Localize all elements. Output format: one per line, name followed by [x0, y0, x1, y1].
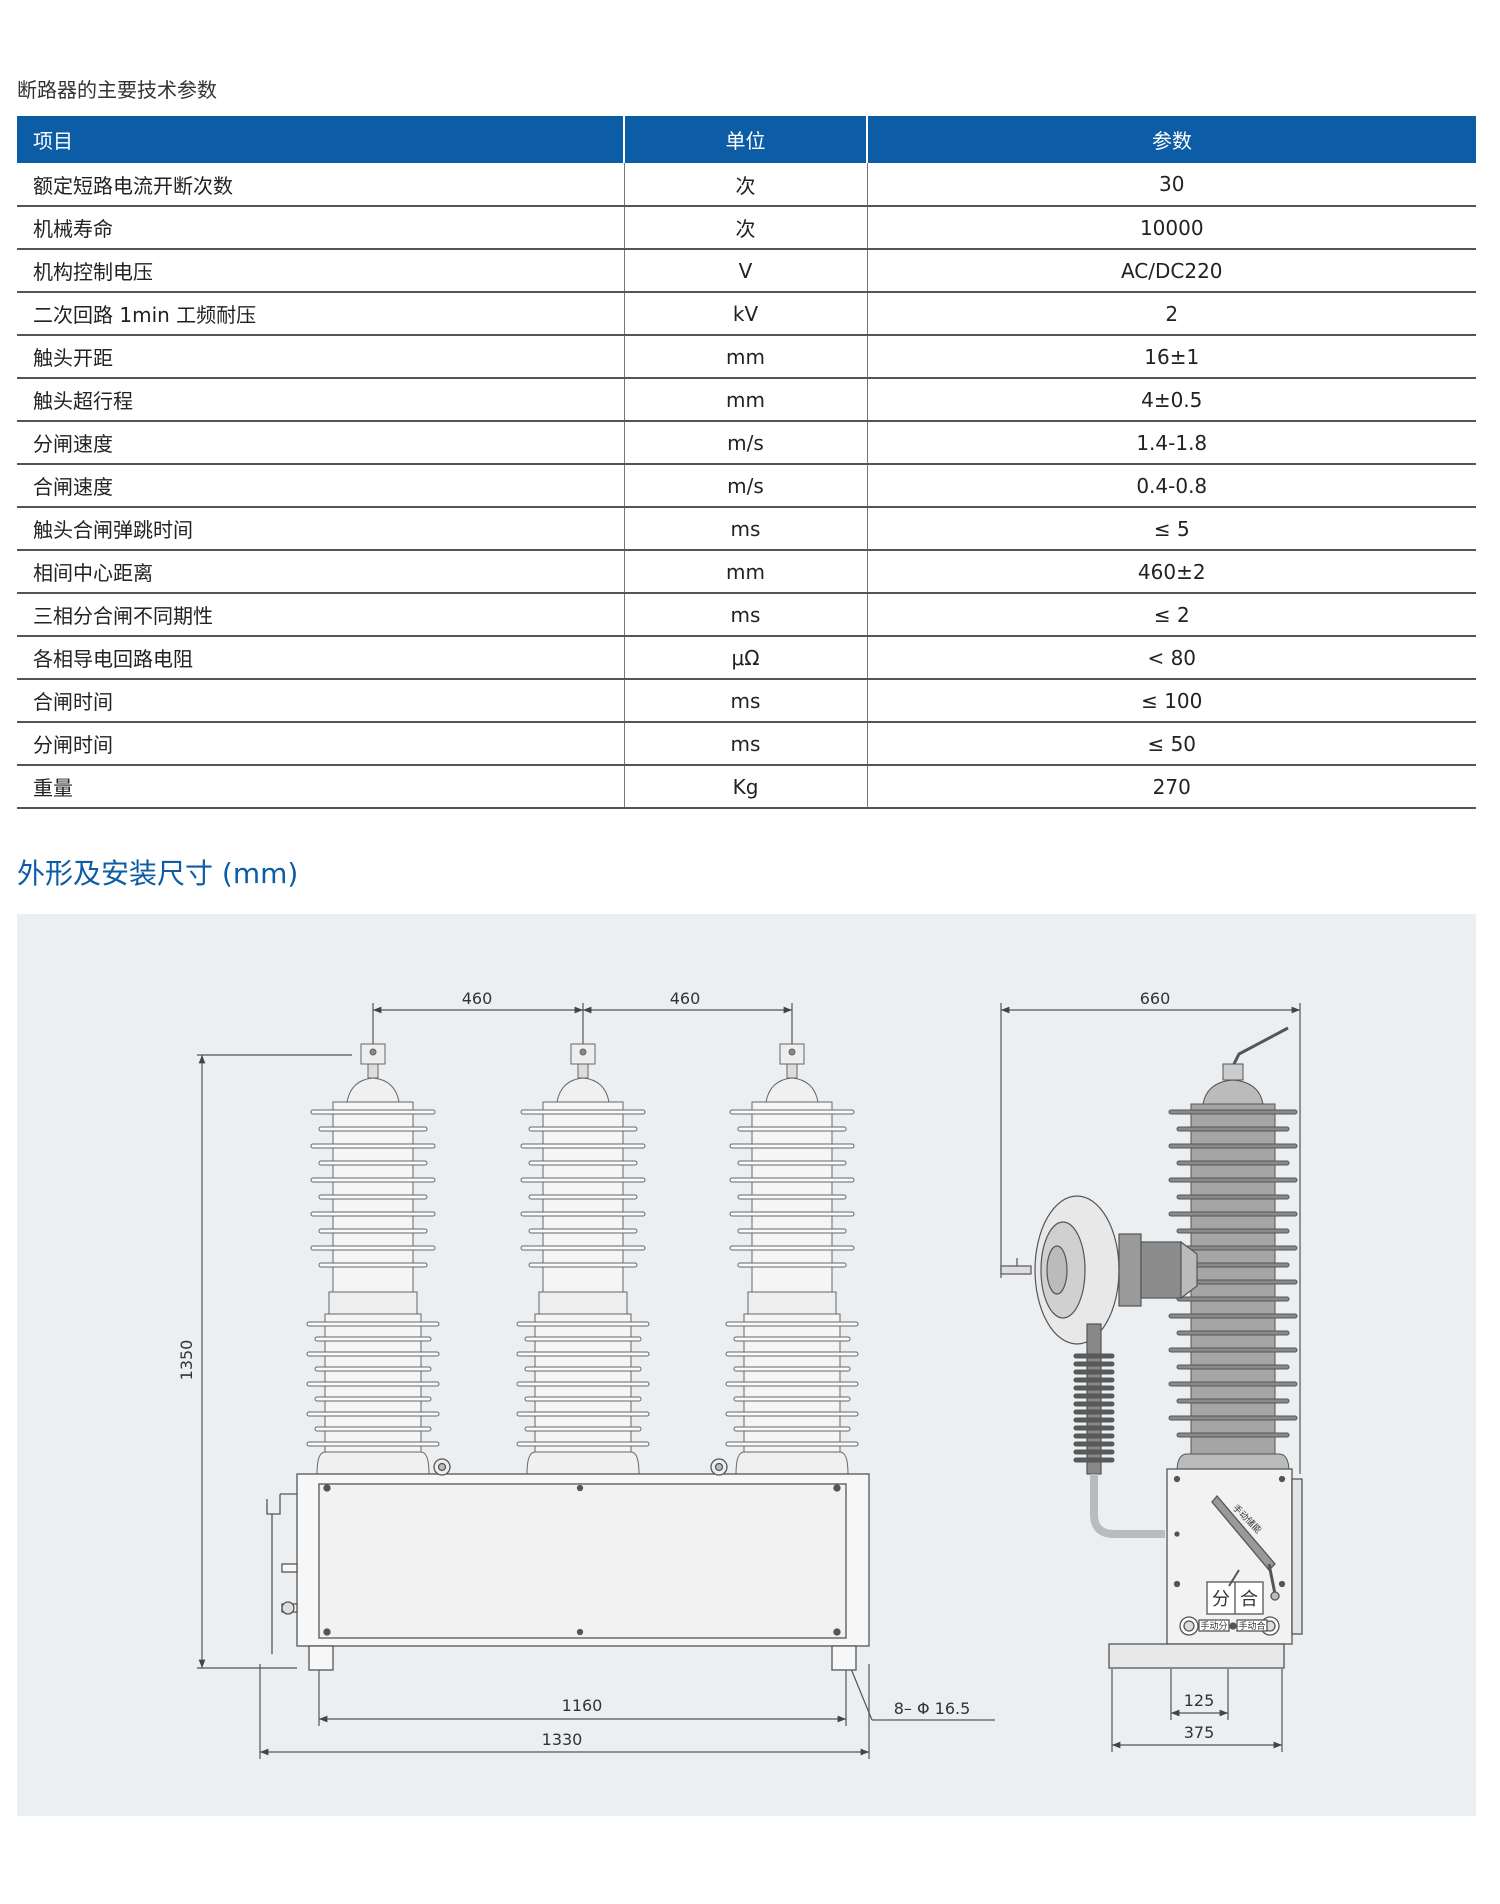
- insulator-a: [306, 1043, 440, 1475]
- label-close: 合: [1240, 1589, 1258, 1610]
- header-value: 参数: [867, 116, 1476, 163]
- dimension-drawing: 460 460 660 1350 1160 1330 8– Φ 16.5 125…: [177, 989, 1303, 1759]
- section-title: 外形及安装尺寸 (mm): [17, 857, 299, 890]
- dim-side-base-width: 375: [1184, 1723, 1215, 1742]
- dim-side-width: 660: [1140, 989, 1171, 1008]
- row-item: 三相分合闸不同期性: [17, 593, 625, 637]
- row-value: ≤ 50: [867, 722, 1476, 766]
- row-unit: ms: [624, 722, 868, 766]
- row-item: 额定短路电流开断次数: [17, 163, 625, 207]
- row-unit: m/s: [624, 421, 868, 465]
- front-housing: [266, 1458, 870, 1671]
- dim-height: 1350: [177, 1340, 196, 1381]
- row-value: AC/DC220: [867, 249, 1476, 293]
- row-item: 合闸速度: [17, 464, 625, 508]
- row-value: 1.4-1.8: [867, 421, 1476, 465]
- row-item: 触头超行程: [17, 378, 625, 422]
- row-item: 机械寿命: [17, 206, 625, 250]
- row-value: 16±1: [867, 335, 1476, 379]
- dim-phase-spacing-right: 460: [670, 989, 701, 1008]
- header-item: 项目: [17, 116, 625, 163]
- row-item: 二次回路 1min 工频耐压: [17, 292, 625, 336]
- row-value: 4±0.5: [867, 378, 1476, 422]
- insulator-c: [725, 1043, 859, 1475]
- row-item: 相间中心距离: [17, 550, 625, 594]
- insulator-b: [516, 1043, 650, 1475]
- front-view: [197, 1003, 995, 1759]
- row-value: 270: [867, 765, 1476, 809]
- row-unit: mm: [624, 335, 868, 379]
- row-unit: 次: [624, 163, 868, 207]
- row-value: ≤ 2: [867, 593, 1476, 637]
- side-view: [1000, 1003, 1301, 1752]
- row-unit: 次: [624, 206, 868, 250]
- front-insulators: [306, 1043, 859, 1475]
- table-header-row: 项目 单位 参数: [17, 116, 1476, 163]
- dim-overall-length: 1330: [542, 1730, 583, 1749]
- row-unit: m/s: [624, 464, 868, 508]
- label-manual-close: 手动合: [1238, 1620, 1265, 1632]
- row-item: 重量: [17, 765, 625, 809]
- table-caption: 断路器的主要技术参数: [17, 78, 217, 102]
- row-item: 分闸时间: [17, 722, 625, 766]
- row-value: 0.4-0.8: [867, 464, 1476, 508]
- dim-phase-spacing-left: 460: [462, 989, 493, 1008]
- dim-holes: 8– Φ 16.5: [894, 1699, 971, 1718]
- label-manual-open: 手动分: [1200, 1620, 1227, 1632]
- row-unit: kV: [624, 292, 868, 336]
- dimension-drawing-panel: 460 460 660 1350 1160 1330 8– Φ 16.5 125…: [17, 914, 1476, 1816]
- row-item: 机构控制电压: [17, 249, 625, 293]
- row-item: 合闸时间: [17, 679, 625, 723]
- row-item: 触头合闸弹跳时间: [17, 507, 625, 551]
- row-value: ≤ 100: [867, 679, 1476, 723]
- row-value: 30: [867, 163, 1476, 207]
- row-unit: ms: [624, 679, 868, 723]
- side-mechanism: [1108, 1468, 1303, 1669]
- row-unit: Kg: [624, 765, 868, 809]
- side-lower-insulator: [1073, 1353, 1115, 1463]
- row-unit: μΩ: [624, 636, 868, 680]
- side-insulator: [1168, 1026, 1298, 1473]
- row-unit: mm: [624, 378, 868, 422]
- header-unit: 单位: [624, 116, 868, 163]
- row-item: 分闸速度: [17, 421, 625, 465]
- label-open: 分: [1212, 1589, 1230, 1610]
- row-unit: V: [624, 249, 868, 293]
- row-value: 2: [867, 292, 1476, 336]
- row-value: 460±2: [867, 550, 1476, 594]
- row-unit: mm: [624, 550, 868, 594]
- row-item: 触头开距: [17, 335, 625, 379]
- dim-side-mount-spacing: 125: [1184, 1691, 1215, 1710]
- row-value: 10000: [867, 206, 1476, 250]
- dim-mount-spacing: 1160: [562, 1696, 603, 1715]
- row-item: 各相导电回路电阻: [17, 636, 625, 680]
- row-unit: ms: [624, 507, 868, 551]
- row-value: ≤ 5: [867, 507, 1476, 551]
- row-unit: ms: [624, 593, 868, 637]
- row-value: < 80: [867, 636, 1476, 680]
